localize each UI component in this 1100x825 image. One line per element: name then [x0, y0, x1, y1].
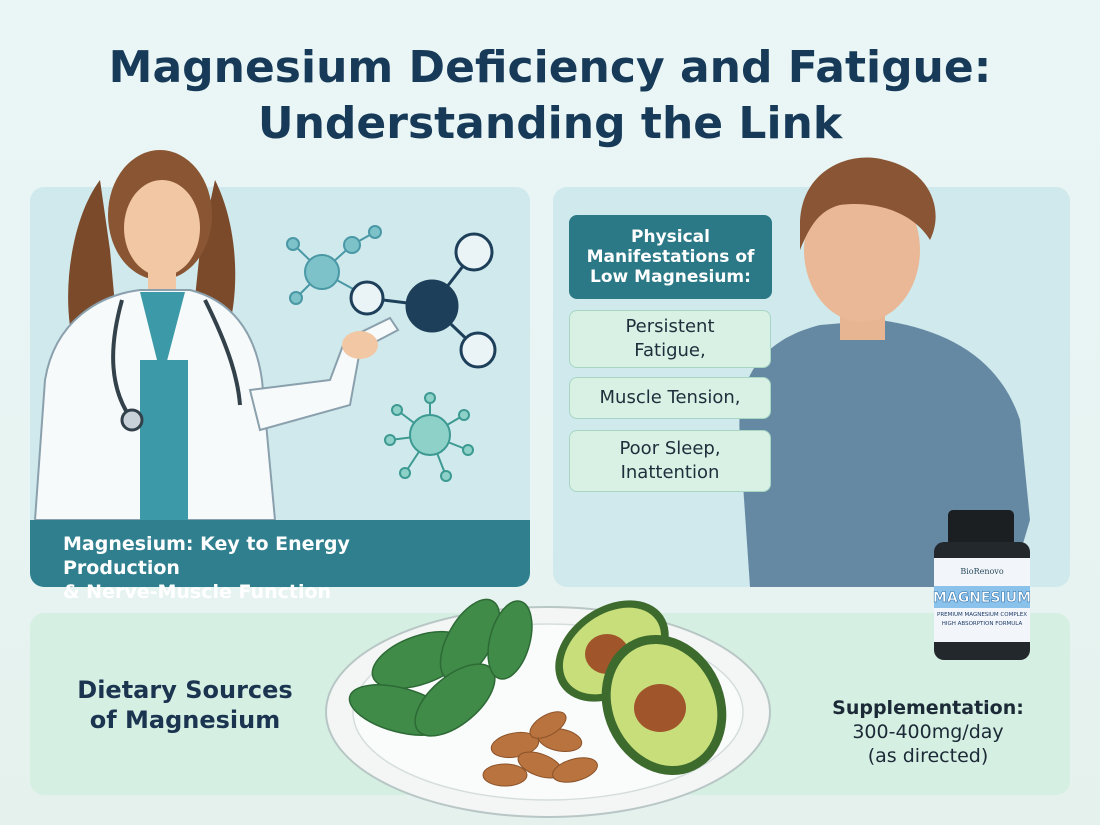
dietary-sources-label: Dietary Sources of Magnesium: [70, 675, 300, 735]
banner-line-2: & Nerve-Muscle Function: [63, 581, 332, 603]
bottle-sub-2: HIGH ABSORPTION FORMULA: [942, 621, 1023, 627]
avocado-half-2: [601, 634, 727, 776]
supplementation-dose: 300-400mg/day: [852, 721, 1004, 743]
banner-line-1: Magnesium: Key to Energy Production: [63, 533, 350, 579]
bottle-brand: BioRenovo: [960, 567, 1004, 576]
header-line-3: Low Magnesium:: [590, 267, 751, 287]
bottle-sub-1: PREMIUM MAGNESIUM COMPLEX: [937, 612, 1027, 618]
header-line-1: Physical: [631, 227, 710, 247]
symptom-box: Persistent Fatigue,: [569, 310, 771, 368]
molecule-virus-icon: [384, 392, 474, 482]
molecule-large-icon: [349, 232, 497, 369]
header-line-2: Manifestations of: [586, 247, 755, 267]
left-banner-text: Magnesium: Key to Energy Production & Ne…: [63, 532, 463, 604]
symptom-text: Muscle Tension,: [599, 387, 741, 408]
symptoms-header: Physical Manifestations of Low Magnesium…: [569, 215, 772, 299]
symptom-box: Poor Sleep, Inattention: [569, 430, 771, 492]
left-banner: [30, 520, 530, 587]
diet-line-2: of Magnesium: [89, 706, 281, 734]
symptom-box: Muscle Tension,: [569, 377, 771, 419]
bottle-name: MAGNESIUM: [933, 590, 1031, 606]
page-title: Magnesium Deficiency and Fatigue: Unders…: [0, 40, 1100, 152]
doctor-illustration: [33, 150, 400, 521]
symptom-text: Poor Sleep,: [619, 438, 721, 459]
supplementation-note: (as directed): [867, 745, 989, 767]
diet-line-1: Dietary Sources: [77, 676, 293, 704]
title-line-2: Understanding the Link: [257, 98, 843, 149]
symptom-text: Inattention: [620, 462, 720, 483]
title-line-1: Magnesium Deficiency and Fatigue:: [108, 42, 992, 93]
supplementation-title: Supplementation:: [832, 697, 1024, 719]
symptom-text: Fatigue,: [634, 340, 706, 361]
supplement-bottle-illustration: BioRenovo MAGNESIUM PREMIUM MAGNESIUM CO…: [933, 510, 1031, 660]
molecule-small-icon: [286, 225, 382, 305]
plate-with-food-illustration: [325, 598, 771, 818]
symptom-text: Persistent: [625, 316, 715, 337]
